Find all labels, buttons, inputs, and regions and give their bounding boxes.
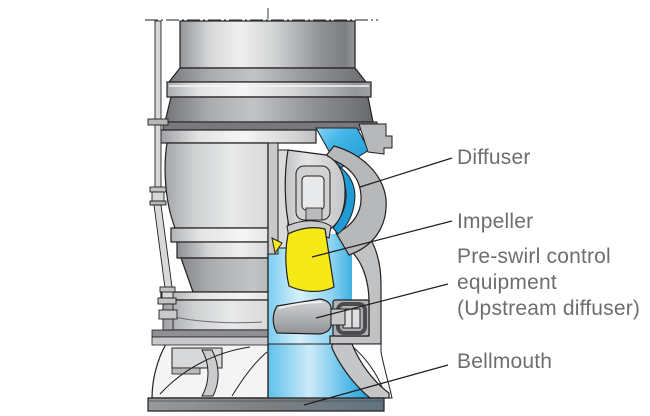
bowl-barrel — [164, 142, 269, 229]
bell-bottom-rim — [147, 397, 385, 412]
impeller-blade — [271, 227, 335, 292]
liner-strip-outer — [267, 142, 279, 255]
label-preswirl-line1: Pre-swirl control — [457, 245, 611, 268]
bowl-exterior-left — [160, 142, 269, 331]
upper-cone — [164, 96, 374, 123]
bell-bracket-step — [171, 367, 201, 375]
lower-cone — [180, 257, 269, 293]
wide-flange — [158, 129, 317, 144]
label-impeller: Impeller — [457, 209, 533, 235]
hub-step — [305, 207, 323, 221]
column-pipe — [179, 20, 356, 69]
label-diffuser: Diffuser — [457, 145, 531, 171]
cylinder-shade-line — [169, 315, 263, 324]
suction-flange — [160, 291, 269, 301]
leader-line-preswirl — [315, 283, 449, 319]
pipe-flange — [166, 81, 372, 98]
bell-rib-vane — [201, 349, 219, 397]
column-pipe-assembly — [158, 20, 378, 144]
pipe-flare — [167, 67, 368, 83]
label-preswirl-line2: equipment — [457, 271, 557, 294]
suction-cylinder — [163, 299, 269, 331]
leader-line-diffuser — [359, 157, 453, 188]
bell-exterior-right — [351, 343, 393, 399]
leader-line-bellmouth — [303, 364, 449, 406]
pre-swirl-vane — [272, 298, 346, 335]
bowl-lower-flange — [170, 227, 269, 243]
bell-top-band-dark — [151, 329, 269, 338]
leader-lines — [303, 157, 453, 406]
bowl-ring-band — [176, 241, 269, 259]
outer-casing-right — [329, 237, 382, 345]
hub-bore — [301, 175, 325, 211]
label-preswirl-line3: (Upstream diffuser) — [457, 297, 641, 320]
bellmouth-assembly — [147, 329, 393, 412]
leader-line-impeller — [311, 220, 453, 258]
label-bellmouth: Bellmouth — [457, 349, 552, 375]
label-bellmouth-text: Bellmouth — [457, 350, 553, 373]
label-preswirl: Pre-swirl control equipment (Upstream di… — [457, 244, 640, 322]
bell-wall-section — [331, 343, 390, 399]
casing-bracket — [358, 123, 393, 155]
side-pipe — [147, 20, 178, 331]
bell-rib-line-2 — [231, 351, 268, 397]
section-right-half — [267, 123, 393, 345]
bell-rib-line — [159, 346, 251, 395]
label-diffuser-text: Diffuser — [457, 146, 531, 169]
label-impeller-text: Impeller — [457, 210, 534, 233]
bell-top-band-light — [151, 336, 269, 346]
diffuser-bowl — [323, 145, 387, 256]
